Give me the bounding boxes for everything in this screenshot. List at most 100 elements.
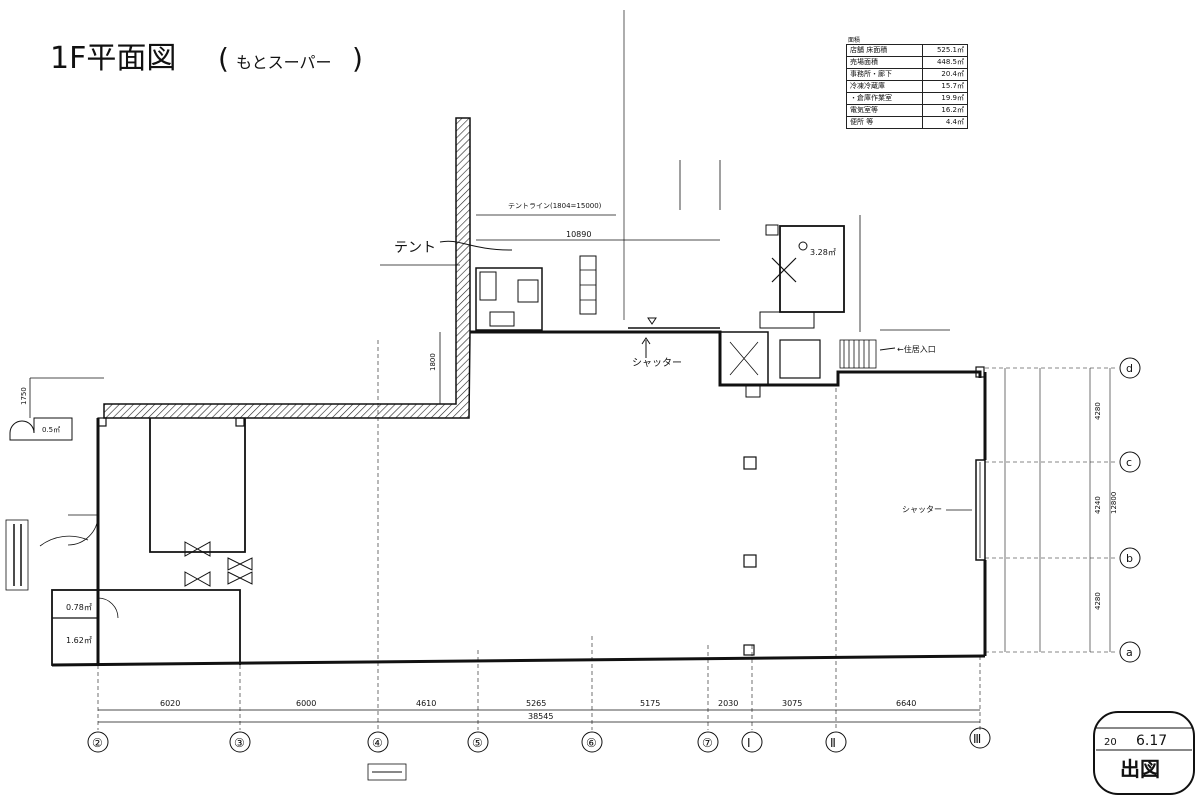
grid-5: ⑤ xyxy=(472,736,483,750)
dim-bottom-8: 6640 xyxy=(896,699,916,708)
grid-iii: Ⅲ xyxy=(973,732,981,746)
title-paren-open: ( xyxy=(218,42,229,75)
cold-storage-room xyxy=(779,225,845,313)
back-room-walls xyxy=(149,418,246,553)
title-paren-close: ) xyxy=(352,42,363,75)
dim-total: 38545 xyxy=(528,712,553,721)
area-value: 15.7㎡ xyxy=(922,80,968,93)
right-canopy-lines xyxy=(1004,368,1111,652)
dim-1750: 1750 xyxy=(20,387,28,405)
drain-symbol xyxy=(798,241,808,251)
hatched-boundary-wall xyxy=(103,117,471,419)
grid-d: d xyxy=(1126,362,1133,375)
area-label: ・倉庫作業室 xyxy=(846,92,923,105)
grid-ii: Ⅱ xyxy=(830,736,836,750)
area-value: 19.9㎡ xyxy=(922,92,968,105)
storage-area-label: 1.62㎡ xyxy=(66,636,92,645)
dim-bottom-5: 5175 xyxy=(640,699,660,708)
area-label: 電気室等 xyxy=(846,104,923,117)
tent-arrow xyxy=(439,240,513,251)
grid-a: a xyxy=(1126,646,1133,659)
double-door-symbols xyxy=(184,541,253,587)
area-label: 売場面積 xyxy=(846,56,923,69)
exterior-stairs xyxy=(839,339,877,369)
stamp-date-prefix: 20 xyxy=(1104,737,1117,748)
dim-bottom-7: 3075 xyxy=(782,699,802,708)
stamp-label: 出図 xyxy=(1120,757,1160,781)
grid-i: Ⅰ xyxy=(747,736,751,750)
area-label: 事務所・廊下 xyxy=(846,68,923,81)
shutter-label-right: シャッター xyxy=(902,505,942,514)
area-value: 4.4㎡ xyxy=(922,116,968,129)
toilet-room xyxy=(51,589,99,666)
prep-room-walls xyxy=(98,589,241,665)
dim-bottom-2: 6000 xyxy=(296,699,316,708)
cold-storage-area-label: 3.28㎡ xyxy=(810,248,836,257)
column-markers xyxy=(97,366,985,656)
stairs-arrow xyxy=(879,347,896,351)
grid-lines-horizontal xyxy=(985,367,1118,653)
grid-b: b xyxy=(1126,552,1133,565)
dim-bottom-4: 5265 xyxy=(526,699,546,708)
area-label: 便所 等 xyxy=(846,116,923,129)
grid-c: c xyxy=(1126,456,1132,469)
dim-1800: 1800 xyxy=(429,353,437,371)
stairs-note: ←住居入口 xyxy=(897,344,936,354)
dim-right-1: 4280 xyxy=(1094,402,1102,420)
grid-lines-vertical xyxy=(97,340,981,730)
equipment-pad xyxy=(759,311,815,329)
plan-title: 1F平面図 xyxy=(50,41,176,76)
area-value: 448.5㎡ xyxy=(922,56,968,69)
column-north-annex xyxy=(745,384,761,398)
west-door-swing xyxy=(67,514,99,546)
legend-box xyxy=(367,763,407,781)
toilet-area-label: 0.78㎡ xyxy=(66,603,92,612)
shutter-marker xyxy=(647,317,657,325)
entry-porch xyxy=(9,417,73,441)
grid-3: ③ xyxy=(234,736,245,750)
side-note-box xyxy=(5,519,29,591)
elevator-shaft xyxy=(719,331,769,386)
date-stamp: 20 6.17 出図 xyxy=(1093,711,1195,795)
area-table-caption: 面積 xyxy=(848,37,861,44)
title-note: もとスーパー xyxy=(236,53,332,72)
area-value: 525.1㎡ xyxy=(922,44,968,57)
area-label: 店舗 床面積 xyxy=(846,44,923,57)
stamp-date: 6.17 xyxy=(1136,733,1167,749)
outer-wall-south xyxy=(51,654,986,667)
dim-bottom-1: 6020 xyxy=(160,699,180,708)
toilet-door-swing xyxy=(97,597,119,619)
dim-right-total: 12800 xyxy=(1110,492,1118,514)
outer-wall-north xyxy=(470,330,982,387)
grid-4: ④ xyxy=(372,736,383,750)
kitchen-unit xyxy=(475,267,543,331)
area-value: 16.2㎡ xyxy=(922,104,968,117)
grid-bubbles-right xyxy=(1119,357,1141,663)
shutter-label-top: シャッター xyxy=(632,357,682,369)
fan-unit-symbol xyxy=(771,257,797,283)
dim-right-3: 4280 xyxy=(1094,592,1102,610)
porch-area-label: 0.5㎡ xyxy=(42,426,60,434)
dim-right-2: 4240 xyxy=(1094,496,1102,514)
dim-10890: 10890 xyxy=(566,230,591,239)
area-label: 冷凍冷蔵庫 xyxy=(846,80,923,93)
grid-bubbles-bottom xyxy=(87,727,991,753)
tent-label: テント xyxy=(394,240,436,256)
area-value: 20.4㎡ xyxy=(922,68,968,81)
tent-line-label: テントライン(1804=15000) xyxy=(508,202,602,210)
grid-2: ② xyxy=(92,736,103,750)
grid-6: ⑥ xyxy=(586,736,597,750)
dim-bottom-6: 2030 xyxy=(718,699,738,708)
grid-7: ⑦ xyxy=(702,736,713,750)
east-shutter xyxy=(975,459,986,561)
